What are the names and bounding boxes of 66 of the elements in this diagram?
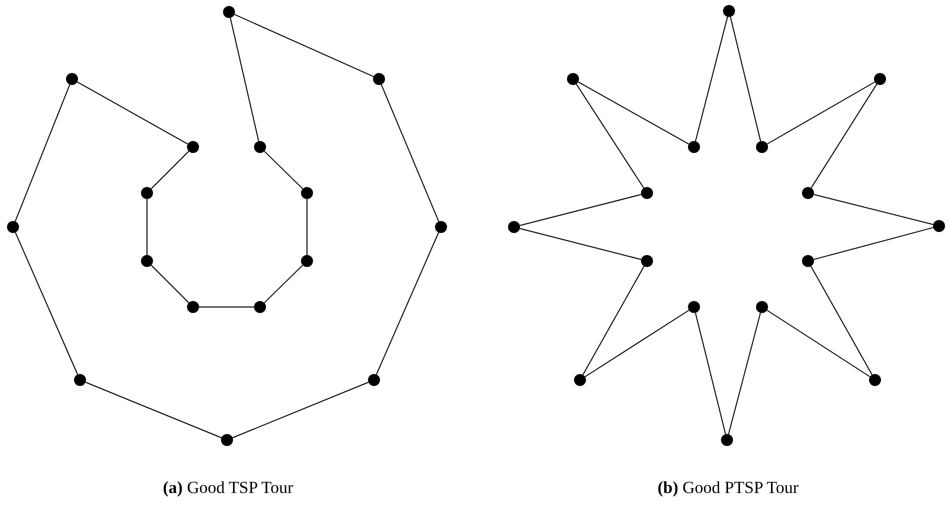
circle-node xyxy=(933,220,945,232)
tour-edge xyxy=(146,198,148,256)
circle-node xyxy=(187,301,199,313)
tour-edge xyxy=(576,84,644,188)
circle-node xyxy=(7,221,19,233)
circle-node xyxy=(223,6,235,18)
circle-node xyxy=(221,434,233,446)
circle-node xyxy=(874,73,886,85)
circle-node xyxy=(187,141,199,153)
circle-node xyxy=(74,374,86,386)
tour-edge xyxy=(14,232,78,375)
circle-node xyxy=(574,374,586,386)
circle-node xyxy=(368,374,380,386)
figure-caption: (a) Good TSP Tour xyxy=(162,478,294,498)
tour-edge xyxy=(234,14,374,78)
circle-node xyxy=(301,255,313,267)
circle-node xyxy=(641,187,653,199)
tour-edge xyxy=(519,228,642,260)
circle-node xyxy=(254,141,266,153)
tour-edge xyxy=(813,194,934,226)
circle-node xyxy=(688,301,700,313)
tour-edge xyxy=(766,310,870,378)
tour-edge xyxy=(813,227,934,260)
circle-node xyxy=(869,374,881,386)
tour-edge xyxy=(232,382,369,438)
tour-edge xyxy=(694,312,726,435)
circle-node xyxy=(373,73,385,85)
circle-node xyxy=(802,187,814,199)
circle-node xyxy=(301,187,313,199)
tour-edge xyxy=(264,264,304,304)
tour-edge xyxy=(728,312,761,435)
tour-edge xyxy=(150,264,190,304)
tour-edge xyxy=(810,266,873,376)
figure-caption: (b) Good PTSP Tour xyxy=(658,478,798,498)
circle-node xyxy=(435,221,447,233)
tour-edge xyxy=(519,194,642,226)
tour-edge xyxy=(306,198,308,256)
tour-edge xyxy=(578,81,690,145)
circle-node xyxy=(254,301,266,313)
circle-node xyxy=(508,221,520,233)
tour-edge xyxy=(730,16,762,142)
circle-node xyxy=(756,301,768,313)
tour-edge xyxy=(584,310,690,378)
circle-node xyxy=(141,255,153,267)
tour-edge xyxy=(198,306,254,308)
circle-node xyxy=(802,255,814,267)
tour-edge xyxy=(14,84,70,222)
tour-edge xyxy=(810,84,878,188)
circle-node xyxy=(723,5,735,17)
tour-edge xyxy=(695,16,728,142)
tour-edge xyxy=(380,84,440,222)
tour-edge xyxy=(85,382,222,438)
tour-edge xyxy=(230,17,260,142)
tour-edge xyxy=(582,266,645,376)
tour-edge xyxy=(376,232,440,375)
tour-edge xyxy=(150,150,190,190)
tour-edge xyxy=(766,82,876,144)
circle-node xyxy=(756,141,768,153)
circle-node xyxy=(567,73,579,85)
circle-node xyxy=(66,73,78,85)
tour-edge xyxy=(76,81,188,145)
circle-node xyxy=(141,187,153,199)
circle-node xyxy=(721,434,733,446)
tour-edge xyxy=(264,150,304,190)
circle-node xyxy=(688,141,700,153)
circle-node xyxy=(641,255,653,267)
